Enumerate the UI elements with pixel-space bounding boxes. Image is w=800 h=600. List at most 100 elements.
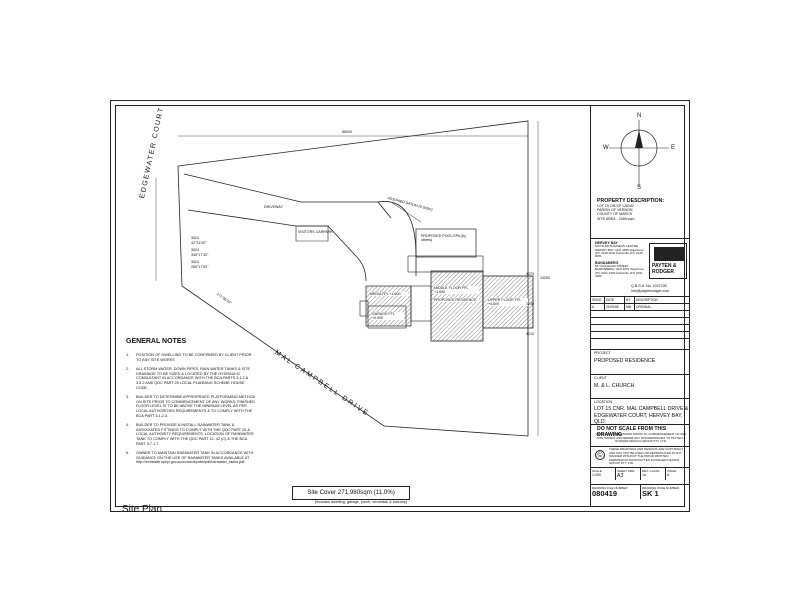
issue-value: A [667,473,670,478]
size-value: A3 [617,473,624,480]
scale-label: SCALE [592,469,602,473]
property-area: SITE AREA - 2489 sqm. [597,216,636,221]
office-2-detail: 66 TOOLEGAN STREET BUNDABERG, QLD 4670 T… [595,264,644,279]
angle-3: 3524 [191,248,199,252]
location-line-1: LOT 15 CNR. MAL CAMPBELL DRIVE & [594,406,689,412]
location-line-2: EDGEWATER COURT, HERVEY BAY, QLD. [594,413,683,425]
company-email: info@paytenrodger.com [631,289,670,293]
revision-header: BY [625,297,635,304]
compass-icon [609,120,669,186]
driveway-edge [183,173,392,219]
drawing-sheet: EDGEWATER COURT MAL CAMPBELL DRIVE DRIVE… [110,100,690,515]
note-number: 5. [126,451,130,456]
revision-cell: ORIGINAL [636,305,652,310]
logo-line-1: PAYTEN & [652,263,677,269]
revision-empty-row [591,332,690,340]
title-block: N S E W PROPERTY DESCRIPTION: LOT 15 ON … [590,106,690,506]
label-garage: GARAGE FFL +0.900 [372,312,404,320]
label-media: MEDIA FFL +1.600 [370,292,408,296]
note-item: 5. OWNER TO MAINTAIN RAINWATER TANK IN AC… [126,451,256,465]
dev-value: 1a [642,473,646,478]
angle-4: 346°17'30" [191,253,209,257]
company-abn: Q.B.S.A. No. 1037228 [631,284,667,288]
compass-south: S [637,185,642,191]
revision-empty-row [591,311,690,319]
project-label: PROJECT [594,351,611,355]
note-text: OWNER TO MAINTAIN RAINWATER TANK IN ACCO… [136,451,254,465]
angle-6: 265°17'00" [191,265,209,269]
note-item: 1. POSITION OF DWELLING TO BE CONFIRMED B… [126,353,256,362]
page-title: Site Plan [122,504,163,515]
site-cover-box: Site Cover 271.980sqm (11.0%) [292,486,410,500]
pool [415,228,477,258]
client-value: M. & L. CHURCH [594,383,635,389]
revision-empty-row [591,325,690,333]
angle-2: 42°31'00" [191,241,207,245]
copyright-icon: © [595,450,605,460]
note-text: BUILDER TO DETERMINE APPROPRIATE PLATFOR… [136,395,256,418]
dev-label: DEV. CLASS [642,469,660,473]
general-notes-heading: GENERAL NOTES [126,338,187,345]
revision-header: DESCRIPTION [636,298,658,302]
page-label: DRAWING PAGE NUMBER [642,486,680,490]
dim-right: 24260 [540,276,550,280]
middle-floor [430,270,484,342]
label-middle-floor: MIDDLE FLOOR FFL +1.600 [434,286,479,294]
company-logo: PAYTEN & RODGER [649,243,687,279]
note-number: 4. [126,423,130,428]
compass-west: W [603,145,609,151]
file-label: DRAWING FILE NUMBER [592,486,628,490]
note-text: BUILDER TO PROVIDE & INSTALL RAINWATER T… [136,423,254,446]
page-value: SK 1 [642,489,659,499]
office-1-detail: SUITE 6/6 BUSINESS CENTRE HERVEY BAY, QL… [595,244,644,259]
revision-cell: 21/05/08 [605,304,625,311]
label-driveway: DRIVEWAY [264,205,283,209]
note-number: 2. [126,367,130,372]
project-value: PROPOSED RESIDENCE [594,358,656,364]
site-cover-note: (includes dwelling, garage, porch, veran… [314,500,408,504]
garage [367,305,407,329]
warning-title: DO NOT SCALE FROM THIS DRAWING [597,426,667,438]
label-pool: PROPOSED POOL/SPA (by others) [421,234,467,242]
label-proposed-residence: PROPOSED RESIDENCE [434,298,479,302]
label-upper-floor: UPPER FLOOR FFL +4.600 [488,298,528,306]
note-number: 3. [126,395,130,400]
revision-empty-row [591,318,690,326]
revision-cell: A [591,304,605,311]
copyright-text: THESE DRAWINGS AND DESIGNS ARE COPYRIGHT… [609,447,684,465]
compass-east: E [671,145,676,151]
note-item: 2. ALL STORM WATER, DOWN PIPES, RAIN WATE… [126,367,256,390]
note-item: 4. BUILDER TO PROVIDE & INSTALL RAINWATER… [126,423,256,446]
note-number: 1. [126,353,130,357]
label-visitors-carpark: VISITORS CARPARK [298,230,333,234]
office-2: BUNDABERG [595,260,619,265]
site-boundary [177,120,529,437]
warning-text: VERIFY ALL DIMENSIONS PRIOR TO COMMENCEM… [595,432,687,443]
property-lot: LOT 15 ON SP 128182 [597,204,635,208]
drawing-frame: EDGEWATER COURT MAL CAMPBELL DRIVE DRIVE… [115,105,690,515]
dim-right-2: 3240 [526,302,534,306]
dim-right-3: 4210 [526,332,534,336]
office-1: HERVEY BAY [595,241,618,245]
compass-north: N [637,113,642,119]
location-label: LOCATION [594,400,613,404]
property-parish: PARISH OF VERNON [597,208,633,213]
client-label: CLIENT [594,376,607,380]
revision-header: ISSUE [591,297,605,304]
general-notes: GENERAL NOTES 1. POSITION OF DWELLING TO … [126,338,256,470]
property-county: COUNTY OF MARCH [597,212,633,217]
angle-5: 3524 [191,260,199,264]
file-value: 080419 [592,489,618,499]
note-text: ALL STORM WATER, DOWN PIPES, RAIN WATER … [136,367,250,390]
revision-cell: MM [625,304,635,311]
issue-label: ISSUE [667,469,677,473]
logo-line-2: RODGER [652,269,674,275]
angle-1: 3524 [191,236,199,240]
size-label: SHEET SIZE [617,469,635,473]
house-icon [654,247,684,261]
scale-value: 1:250 [592,473,601,478]
note-text: POSITION OF DWELLING TO BE CONFIRMED BY … [136,353,252,362]
revision-header: DATE [605,297,625,304]
